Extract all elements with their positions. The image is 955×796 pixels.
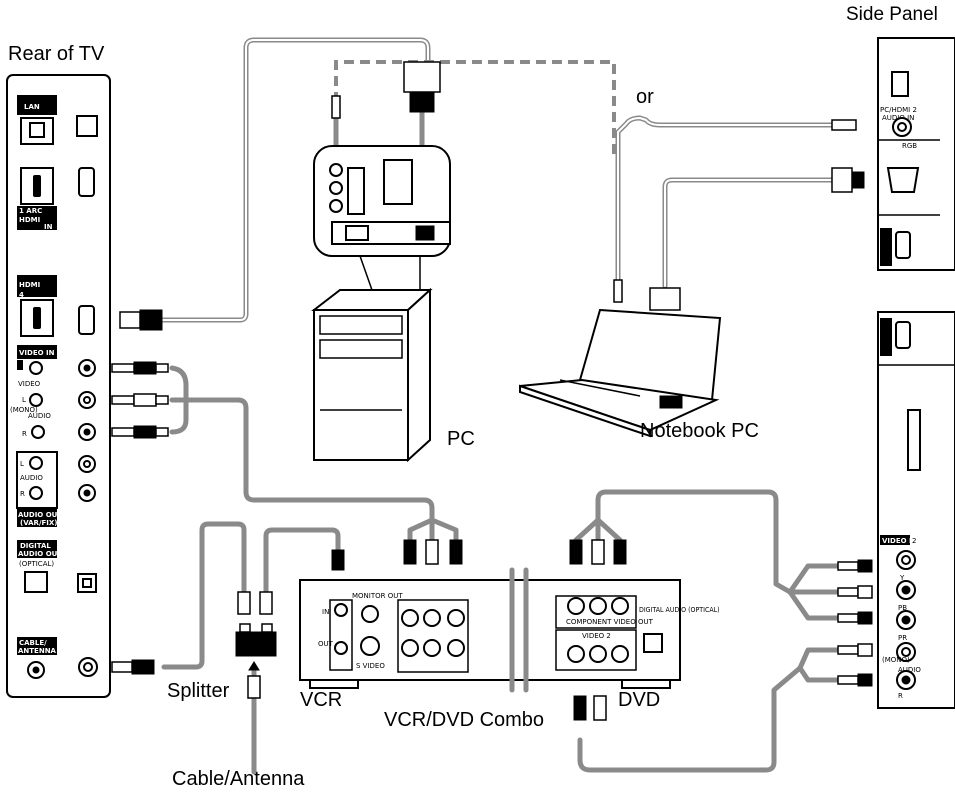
side-r-label: R xyxy=(898,692,903,700)
rear-tv-panel: LAN 1 ARC HDMI IN HDMI 4 VIDEO IN VIDEO … xyxy=(6,74,111,698)
pb-label: PB xyxy=(898,604,907,612)
rear-of-tv-label: Rear of TV xyxy=(8,43,105,65)
side-audio-label: AUDIO xyxy=(898,666,921,674)
audio-out-label: AUDIO OUT xyxy=(18,511,62,519)
hdmi4-number: 4 xyxy=(19,291,24,299)
audio-out-r-label: R xyxy=(20,490,25,498)
mono-label: (MONO) xyxy=(10,406,38,414)
lan-label: LAN xyxy=(24,103,40,111)
vcr-dvd-combo-label: VCR/DVD Combo xyxy=(384,709,545,731)
side-video-in2-label: VIDEO IN xyxy=(882,537,918,545)
pc-callout xyxy=(313,145,451,291)
video-label: VIDEO xyxy=(18,380,41,388)
audio-out-audio-label: AUDIO xyxy=(20,474,43,482)
video2-label: VIDEO 2 xyxy=(582,632,611,640)
vcr-label: VCR xyxy=(300,689,343,711)
digital-audio-label: DIGITAL AUDIO (OPTICAL) xyxy=(639,606,720,614)
optical-label: (OPTICAL) xyxy=(19,560,54,568)
rgb-label: RGB xyxy=(902,142,917,150)
arc-label: 1 ARC xyxy=(19,207,42,215)
var-fix-label: (VAR/FIX) xyxy=(20,519,58,527)
l-label: L xyxy=(22,396,26,404)
vcr-out-label: OUT xyxy=(318,640,334,648)
digital-label: DIGITAL xyxy=(20,542,51,550)
s-video-label: S VIDEO xyxy=(356,662,385,670)
audio-out-l-label: L xyxy=(20,460,24,468)
or-label: or xyxy=(636,86,654,108)
cables xyxy=(157,37,849,775)
vcr-dvd-combo: IN OUT MONITOR OUT S VIDEO COMPONENT VID… xyxy=(299,567,720,693)
side-panel-lower: VIDEO IN 2 Y PB PR L (MONO) AUDIO R xyxy=(877,311,955,709)
side-panel-upper: PC/HDMI 2 AUDIO IN RGB xyxy=(877,37,955,271)
antenna-label: ANTENNA xyxy=(18,647,57,655)
pc-hdmi2-label: PC/HDMI 2 xyxy=(880,106,917,114)
cable-label: CABLE/ xyxy=(19,639,47,647)
y-label: Y xyxy=(899,574,905,582)
pc-tower xyxy=(311,287,433,463)
notebook-pc xyxy=(519,308,722,438)
component-video-out-label: COMPONENT VIDEO OUT xyxy=(566,618,654,626)
vcr-in-label: IN xyxy=(322,608,329,616)
notebook-pc-label: Notebook PC xyxy=(640,420,759,442)
hdmi-top-label: HDMI xyxy=(19,216,40,224)
in-label: IN xyxy=(44,223,53,231)
r-label: R xyxy=(22,430,27,438)
side-num2-label: 2 xyxy=(912,537,916,545)
monitor-out-label: MONITOR OUT xyxy=(352,592,403,600)
audio-label: AUDIO xyxy=(28,412,51,420)
pr-label: PR xyxy=(898,634,907,642)
plugs xyxy=(111,61,873,721)
splitter xyxy=(235,623,277,671)
side-panel-label: Side Panel xyxy=(846,4,938,25)
digital-audio-out-label: AUDIO OUT xyxy=(18,550,62,558)
video-in-label: VIDEO IN xyxy=(19,349,55,357)
dvd-label: DVD xyxy=(618,689,661,711)
splitter-label: Splitter xyxy=(167,680,230,702)
hdmi-bottom-label: HDMI xyxy=(19,281,40,289)
cable-antenna-label: Cable/Antenna xyxy=(172,768,305,790)
pc-label: PC xyxy=(447,428,475,450)
side-mono-label: (MONO) xyxy=(882,656,910,664)
